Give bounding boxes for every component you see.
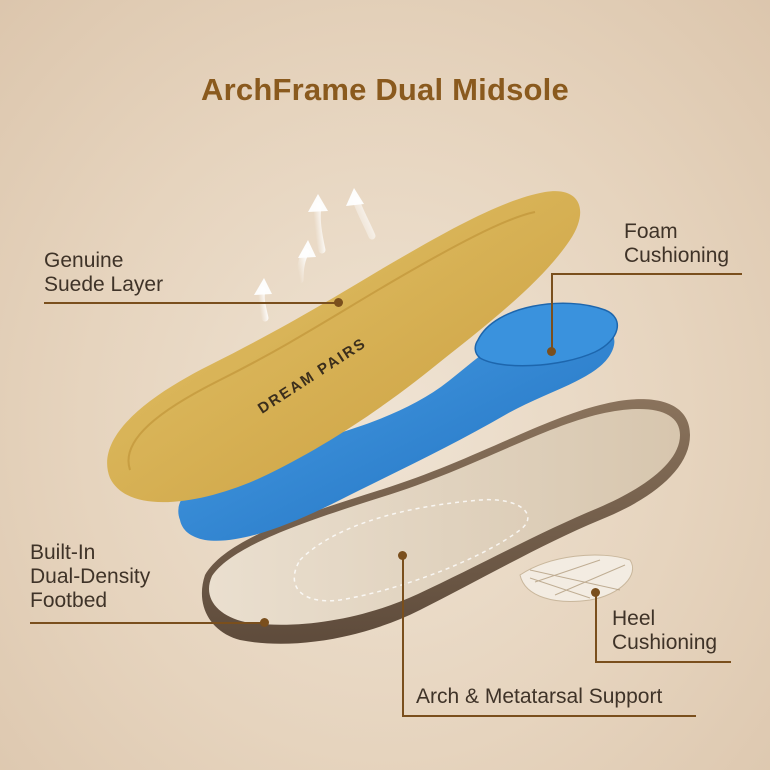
leader-vline-foam — [551, 273, 553, 351]
label-suede: Genuine Suede Layer — [44, 249, 164, 296]
leader-dot-suede — [334, 298, 343, 307]
leader-line-foam — [552, 273, 742, 275]
page-title: ArchFrame Dual Midsole — [201, 72, 569, 107]
leader-dot-heel — [591, 588, 600, 597]
suede-layer: DREAM PAIRS — [107, 191, 581, 503]
cork-footbed-layer — [201, 399, 690, 644]
leader-line-arch — [402, 715, 696, 717]
leader-line-footbed — [30, 622, 266, 624]
label-footbed: Built-In Dual-Density Footbed — [30, 541, 151, 612]
leader-dot-footbed — [260, 618, 269, 627]
leader-line-suede — [44, 302, 340, 304]
label-foam: Foam Cushioning — [624, 220, 730, 267]
leader-vline-arch — [402, 555, 404, 717]
leader-dot-arch — [398, 551, 407, 560]
leader-line-heel — [595, 661, 731, 663]
leader-vline-heel — [595, 592, 597, 662]
leader-dot-foam — [547, 347, 556, 356]
foam-layer — [178, 302, 619, 541]
label-arch: Arch & Metatarsal Support — [416, 685, 663, 708]
label-heel: Heel Cushioning — [612, 607, 718, 654]
